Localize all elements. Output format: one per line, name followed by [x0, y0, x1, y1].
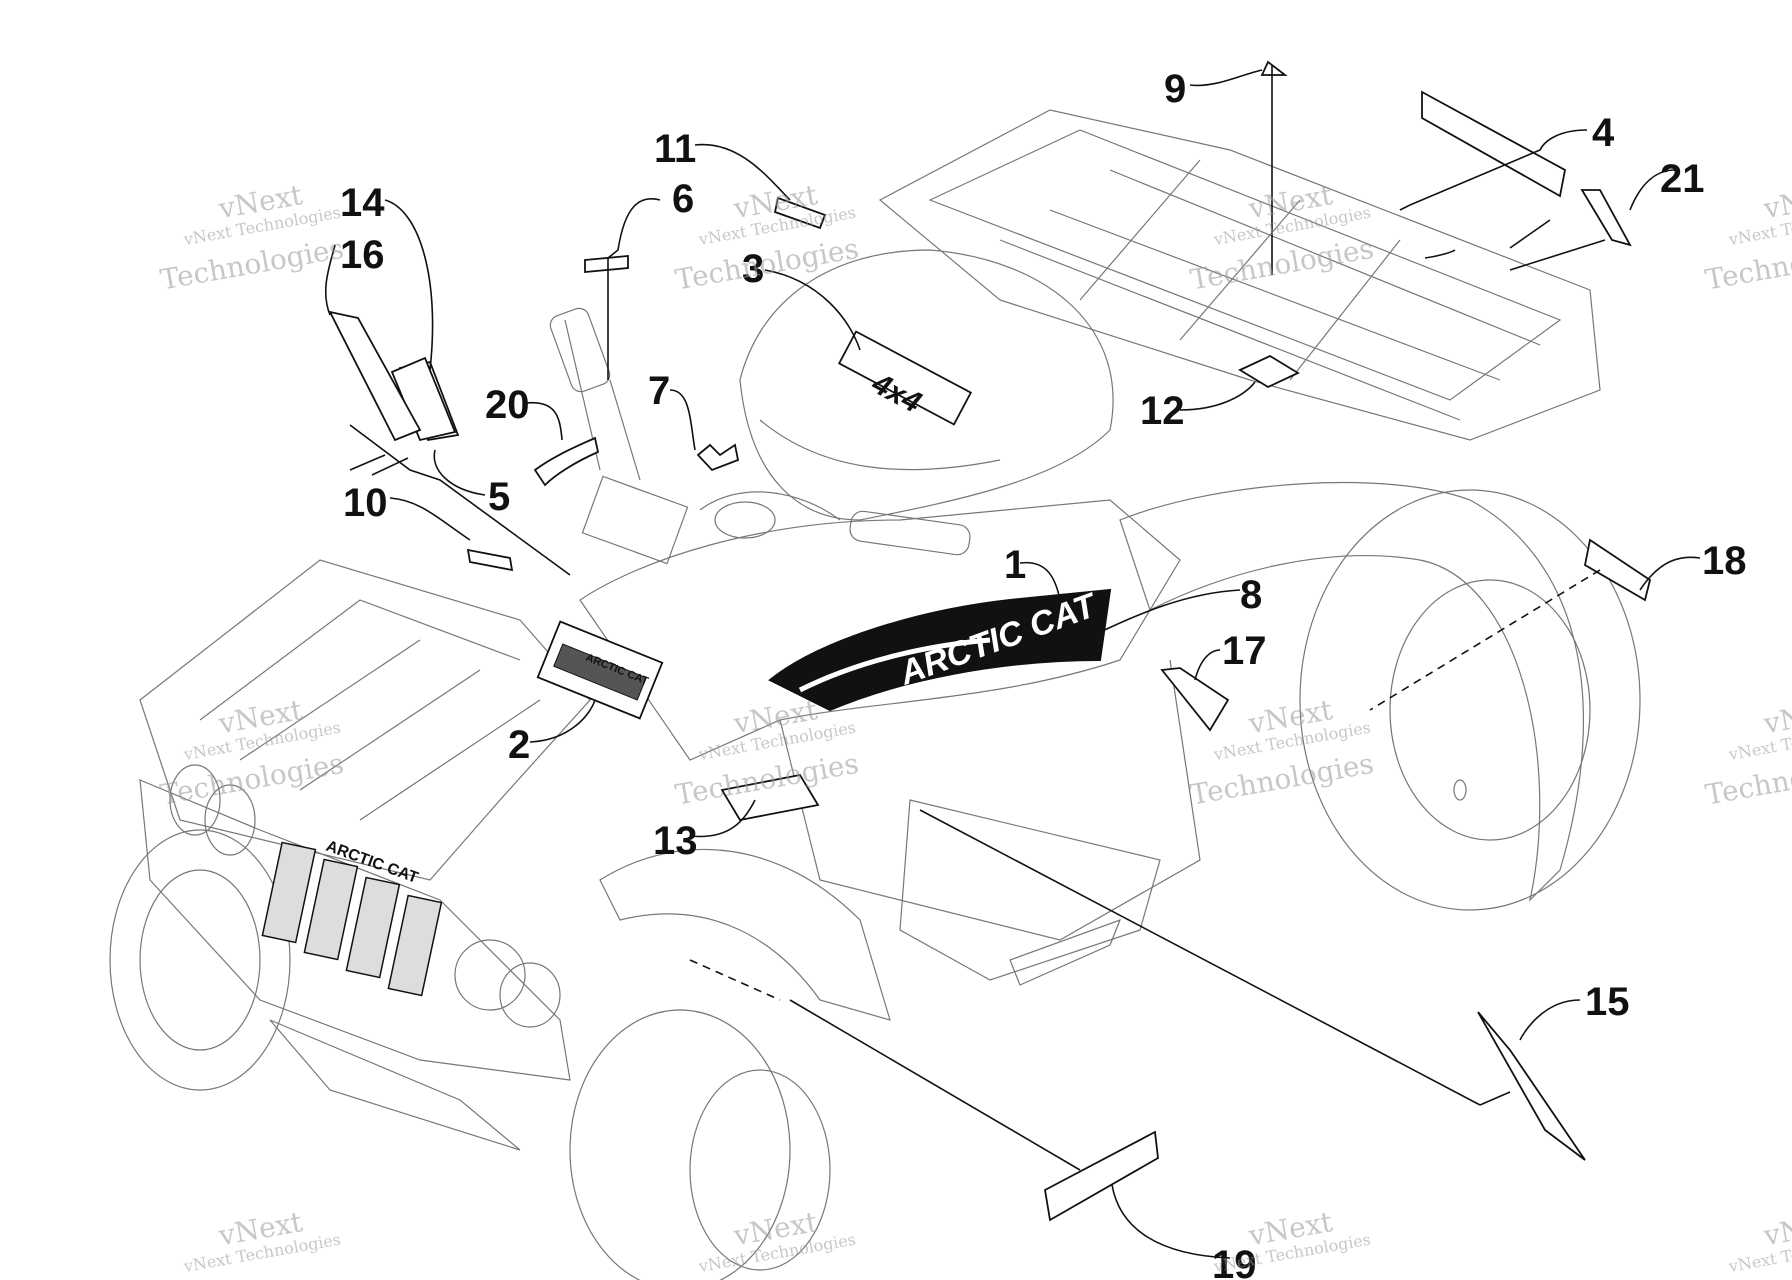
decal-20 — [533, 436, 600, 487]
callout-18: 18 — [1702, 539, 1747, 583]
decal-4x4: 4x4 — [837, 330, 973, 426]
callout-1: 1 — [1004, 543, 1026, 587]
callout-12: 12 — [1140, 389, 1185, 433]
watermark-4: vNext Technologies vNext Technologies — [1703, 178, 1792, 296]
callout-20: 20 — [485, 383, 530, 427]
callout-17: 17 — [1222, 629, 1267, 673]
callout-7: 7 — [648, 369, 670, 413]
callout-14: 14 — [340, 181, 385, 225]
callout-5: 5 — [488, 475, 510, 519]
callout-16: 16 — [340, 233, 385, 277]
watermark-11: vNext Technologies vNext — [1211, 1205, 1372, 1276]
watermark-8: vNext Technologies vNext Technologies — [1703, 693, 1792, 811]
watermark-text: vNext — [1760, 1205, 1792, 1252]
callout-4: 4 — [1592, 111, 1615, 155]
callout-labels: 1 2 3 4 5 6 7 8 9 10 11 12 13 14 15 16 1… — [340, 67, 1747, 1280]
watermark-12: vNext Technologies vNext — [1726, 1205, 1792, 1276]
decal-9 — [1260, 60, 1288, 76]
decal-6 — [584, 255, 629, 273]
watermark-1: vNext Technologies vNext Technologies — [158, 178, 346, 296]
callout-3: 3 — [742, 247, 764, 291]
callout-2: 2 — [508, 723, 530, 767]
watermark-text: vNext — [1760, 178, 1792, 225]
decal-7 — [696, 443, 740, 472]
decal-12 — [1238, 354, 1300, 389]
watermark-9: vNext Technologies vNext — [181, 1205, 342, 1276]
decal-18 — [1583, 538, 1652, 602]
callout-15: 15 — [1585, 980, 1630, 1024]
callout-9: 9 — [1164, 67, 1186, 111]
callout-8: 8 — [1240, 573, 1262, 617]
watermark-10: vNext Technologies vNext — [696, 1205, 857, 1276]
decal-4 — [1421, 90, 1567, 198]
callout-21: 21 — [1660, 157, 1705, 201]
decal-16 — [328, 310, 422, 442]
watermark-2: vNext Technologies vNext Technologies — [673, 178, 861, 296]
decal-21 — [1580, 189, 1632, 247]
callout-19: 19 — [1212, 1243, 1257, 1280]
decal-tank-brand: ARCTIC CAT — [768, 586, 1112, 712]
decal-13 — [720, 773, 820, 822]
decal-11 — [773, 196, 827, 230]
decal-10 — [466, 548, 514, 572]
callout-11: 11 — [654, 127, 696, 171]
callout-6: 6 — [672, 177, 694, 221]
decal-hood-badge: ARCTIC CAT — [536, 620, 664, 720]
leader-lines — [324, 65, 1701, 1259]
callout-13: 13 — [653, 819, 698, 863]
callout-10: 10 — [343, 481, 388, 525]
watermark-text: vNext — [1760, 693, 1792, 740]
decal-15 — [1477, 1011, 1586, 1161]
decal-17 — [1160, 667, 1230, 732]
decal-19 — [1044, 1130, 1159, 1222]
atv-outline — [109, 109, 1641, 1280]
